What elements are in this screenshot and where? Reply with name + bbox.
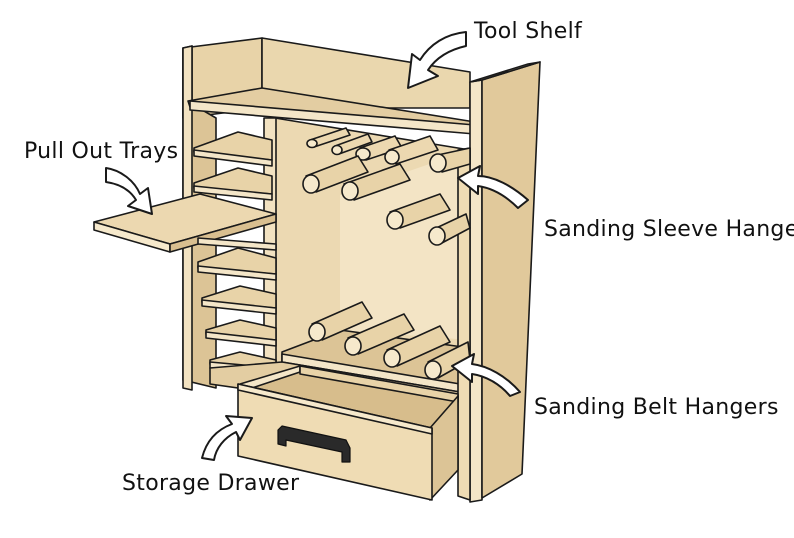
arrow-icon (105, 167, 153, 215)
sanding-sleeve-dowels (302, 127, 471, 246)
sanding-belt-dowels (308, 301, 471, 380)
arrow-icon (407, 31, 467, 89)
label-sanding-sleeve-hangers: Sanding Sleeve Hangers (544, 217, 794, 242)
labels: Tool Shelf Pull Out Trays Sanding Sleeve… (24, 19, 794, 496)
right-side-panel-top (469, 61, 541, 83)
pull-out-tray (93, 193, 277, 253)
label-pull-out-trays: Pull Out Trays (24, 139, 178, 164)
label-tool-shelf: Tool Shelf (473, 19, 583, 44)
arrow-icon (201, 415, 253, 461)
label-storage-drawer: Storage Drawer (122, 471, 300, 496)
callout-arrows (105, 31, 529, 461)
drawer-handle (277, 425, 351, 463)
front-right-stile (457, 147, 471, 501)
cabinet (93, 37, 541, 503)
storage-drawer (237, 365, 459, 501)
label-sanding-belt-hangers: Sanding Belt Hangers (534, 395, 779, 420)
arrow-icon (451, 353, 521, 397)
arrow-icon (457, 165, 529, 209)
drawer-front-top-edge (237, 383, 433, 435)
cubby-shelves (193, 131, 277, 375)
right-side-panel-edge (469, 79, 483, 503)
right-side-panel (481, 61, 541, 499)
